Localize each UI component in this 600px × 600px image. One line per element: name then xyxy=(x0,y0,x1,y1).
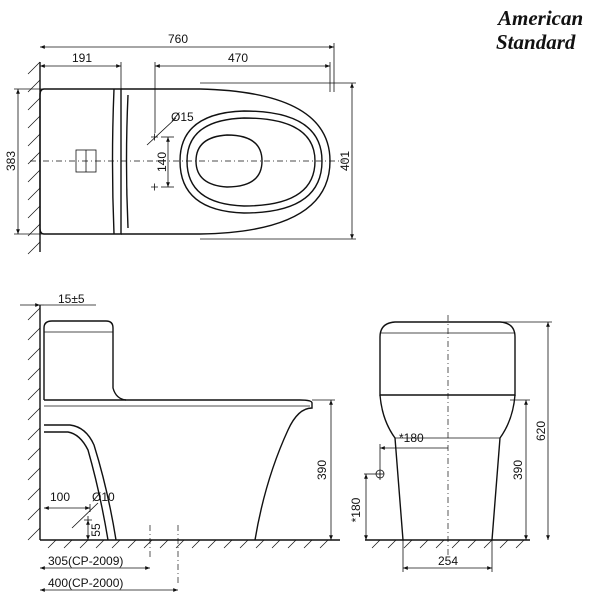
side-tank xyxy=(43,320,127,401)
dim-rough-in-400: 400(CP-2000) xyxy=(48,576,123,590)
brand-line-2: Standard xyxy=(496,30,576,54)
dim-overall-length: 760 xyxy=(168,32,188,46)
side-view: 15±5 390 100 Ø10 55 305(CP-2009) 400(CP-… xyxy=(20,292,340,592)
brand-line-1: American xyxy=(496,6,583,30)
dim-wall-gap: 15±5 xyxy=(58,292,85,306)
front-view: 620 390 *180 *180 254 xyxy=(349,315,552,572)
brand-logo: American Standard xyxy=(496,6,583,54)
tank-seam xyxy=(111,88,115,235)
dim-side-height: 390 xyxy=(315,460,329,480)
dim-bolt-spacing: 140 xyxy=(155,152,169,172)
dim-inlet-offset: 100 xyxy=(50,490,70,504)
seat-outer xyxy=(179,110,323,214)
dim-bolt-hole: Ø15 xyxy=(171,110,194,124)
side-trap-outer xyxy=(44,424,117,541)
side-body xyxy=(44,399,313,541)
bowl-opening xyxy=(195,134,263,188)
bowl-body-outline xyxy=(121,88,331,235)
dim-width-right: 401 xyxy=(338,151,352,171)
dim-front-inlet-width: *180 xyxy=(399,431,424,445)
tank-outline xyxy=(39,88,122,235)
dim-inlet-diameter: Ø10 xyxy=(92,490,115,504)
front-body xyxy=(379,394,516,541)
top-wall xyxy=(27,61,41,255)
bolt-holes xyxy=(146,117,177,191)
dim-rough-in-305: 305(CP-2009) xyxy=(48,554,123,568)
dim-front-height: 390 xyxy=(511,460,525,480)
seat-inner xyxy=(186,117,316,207)
dim-tank-depth: 191 xyxy=(72,51,92,65)
top-view: 760 191 470 383 401 Ø15 140 xyxy=(4,32,356,255)
dim-base-width: 254 xyxy=(438,554,458,568)
dim-inlet-height: 55 xyxy=(89,523,103,537)
dim-front-total-height: 620 xyxy=(534,421,548,441)
dim-width-left: 383 xyxy=(4,151,18,171)
dim-seat-length: 470 xyxy=(228,51,248,65)
seat-hinge-line xyxy=(125,94,129,229)
side-trap-inner xyxy=(44,431,109,541)
dim-front-inlet-height: *180 xyxy=(349,497,363,522)
